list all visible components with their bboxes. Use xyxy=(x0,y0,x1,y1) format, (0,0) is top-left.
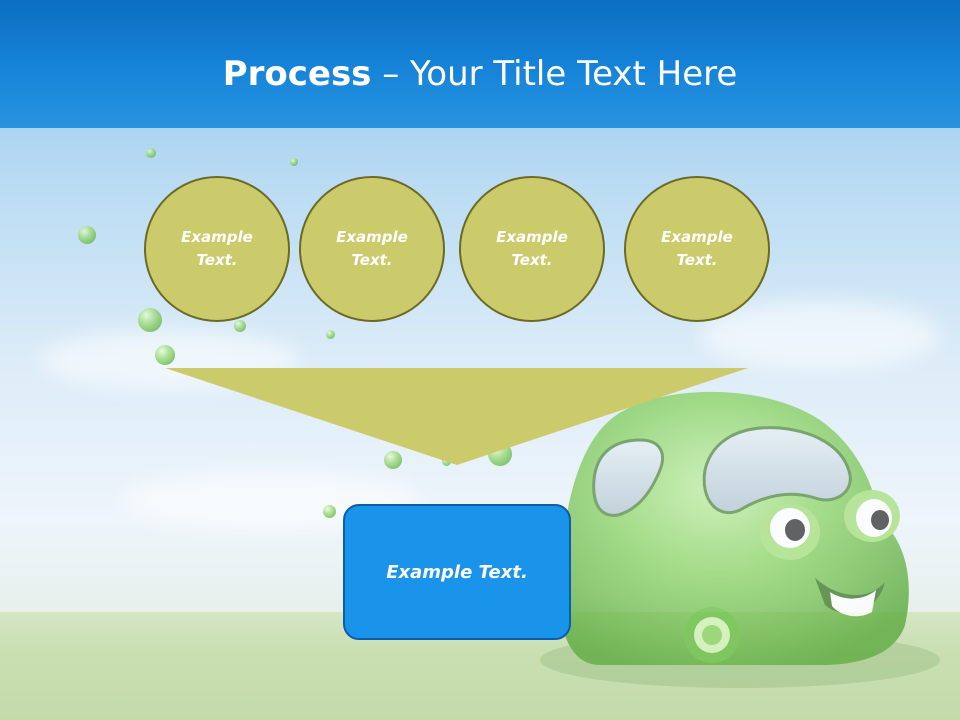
bubble-decoration xyxy=(326,330,335,339)
bubble-decoration xyxy=(290,158,298,166)
result-box: Example Text. xyxy=(343,504,571,640)
bubble-decoration xyxy=(384,451,402,469)
bubble-decoration xyxy=(146,148,156,158)
process-circle-1: Example Text. xyxy=(144,176,290,322)
circle-label: Example Text. xyxy=(496,228,568,269)
circle-label: Example Text. xyxy=(336,228,408,269)
process-circle-2: Example Text. xyxy=(299,176,445,322)
bubble-decoration xyxy=(78,226,96,244)
circle-label: Example Text. xyxy=(661,228,733,269)
bubble-decoration xyxy=(323,505,336,518)
title-bar: Process – Your Title Text Here xyxy=(0,0,960,128)
slide-title: Process – Your Title Text Here xyxy=(0,52,960,96)
process-circle-3: Example Text. xyxy=(459,176,605,322)
result-box-label: Example Text. xyxy=(386,561,528,583)
circle-label: Example Text. xyxy=(181,228,253,269)
title-bold-part: Process xyxy=(222,54,372,94)
process-circle-4: Example Text. xyxy=(624,176,770,322)
bubble-decoration xyxy=(155,345,175,365)
cloud xyxy=(700,300,940,370)
bubble-decoration xyxy=(138,308,162,332)
title-rest: – Your Title Text Here xyxy=(371,54,738,94)
bubble-decoration xyxy=(234,320,246,332)
